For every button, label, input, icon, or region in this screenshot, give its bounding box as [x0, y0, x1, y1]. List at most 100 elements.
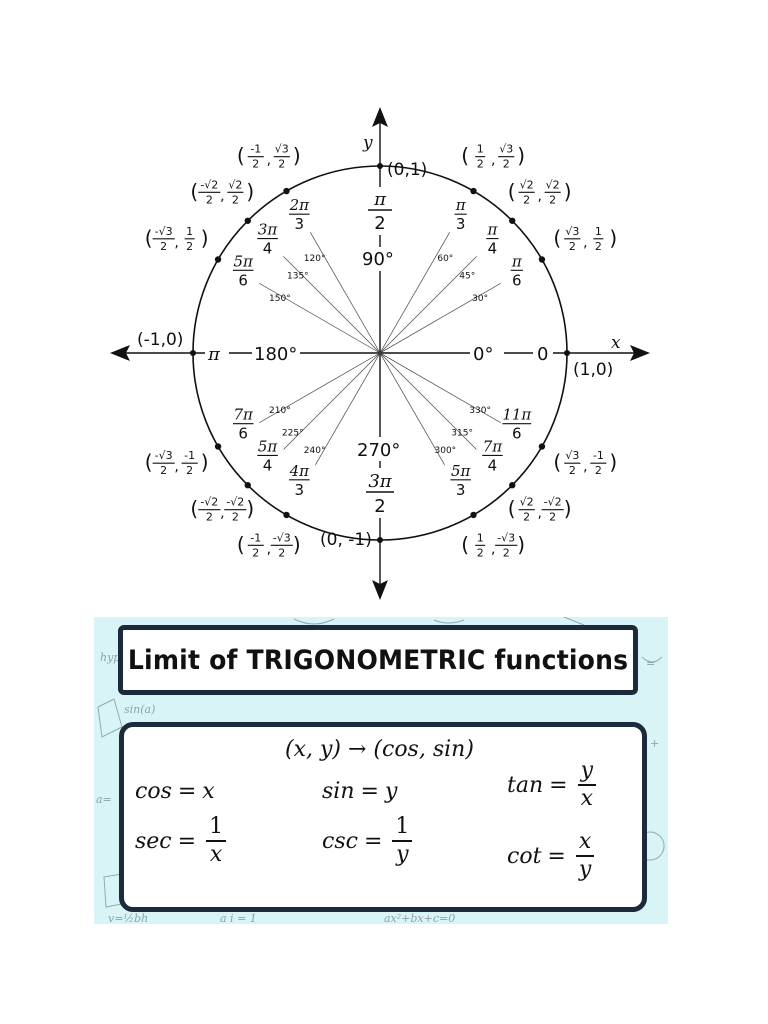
coord-close-240: ) [293, 532, 301, 556]
rad-label-240-num: 4π [289, 462, 311, 480]
point-180 [190, 350, 196, 356]
coord-comma-135: , [220, 188, 224, 204]
coord-comma-225: , [220, 506, 224, 522]
deg-label-60: 60° [437, 254, 453, 264]
rad-label-210-den: 6 [238, 425, 248, 443]
rad-label-30-num: π [511, 252, 523, 270]
csc-lhs: csc [322, 828, 358, 854]
deg-label-330: 330° [469, 406, 491, 416]
svg-text:+: + [650, 737, 659, 750]
y-axis-bottom-arrow-icon [372, 580, 388, 600]
point-270 [377, 537, 383, 543]
svg-text:=: = [646, 657, 655, 670]
svg-text:hyp: hyp [100, 651, 120, 664]
rad-label-45-num: π [486, 221, 498, 239]
cos-lhs: cos [135, 779, 172, 804]
mapping-formula: (x, y) → (cos, sin) [285, 737, 474, 762]
coord-y-240-num: -√3 [273, 531, 291, 544]
sec-num: 1 [206, 815, 227, 842]
radius-line-225 [273, 352, 381, 460]
y-axis-label: y [362, 133, 373, 153]
coord-close-225: ) [246, 497, 254, 521]
cot-lhs: cot [507, 843, 542, 869]
coord-x-225-num: -√2 [200, 496, 218, 509]
x-axis-left-arrow-icon [110, 345, 130, 361]
coord-comma-210: , [174, 459, 178, 475]
coord-y-150-den: 2 [186, 240, 193, 253]
coord-y-225-den: 2 [232, 511, 239, 524]
svg-text:sin(a): sin(a) [124, 703, 155, 716]
coord-close-210: ) [201, 450, 209, 474]
card-title: Limit of TRIGONOMETRIC functions [127, 644, 629, 676]
rad-label-120-den: 3 [295, 215, 305, 233]
point-225 [244, 482, 251, 489]
cos-equals: = [177, 779, 197, 804]
rad-270-den: 2 [374, 496, 385, 517]
coord-close-330: ) [609, 450, 617, 474]
csc-den: y [396, 842, 409, 867]
coord-x-30-den: 2 [569, 240, 576, 253]
coord-comma-330: , [583, 459, 587, 475]
svg-text:a=: a= [96, 793, 112, 806]
coord-open-135: ( [190, 179, 198, 203]
coord-y-300-den: 2 [503, 546, 510, 559]
radius-line-315 [379, 352, 487, 460]
svg-text:ax²+bx+c=0: ax²+bx+c=0 [384, 912, 455, 924]
rad-label-135-num: 3π [258, 221, 279, 239]
coord-y-210-den: 2 [186, 464, 193, 477]
coord-x-300-den: 2 [477, 546, 484, 559]
coord-close-135: ) [246, 179, 254, 203]
rad-label-60-num: π [455, 196, 467, 214]
csc-fraction: 1 y [392, 815, 413, 867]
coord-comma-120: , [267, 153, 271, 169]
rad-label-300-num: 5π [451, 462, 472, 480]
csc-formula: csc = 1 y [322, 815, 413, 867]
coord-y-135-den: 2 [232, 193, 239, 206]
coord-close-300: ) [517, 532, 525, 556]
coord-x-120-den: 2 [252, 158, 259, 171]
cot-equals: = [547, 843, 566, 869]
point-30 [538, 256, 546, 263]
coord-y-30-num: 1 [595, 225, 602, 238]
sec-fraction: 1 x [206, 815, 227, 867]
svg-text:v=½bh: v=½bh [108, 912, 148, 924]
sin-lhs: sin [322, 779, 355, 804]
coord-top: (0,1) [387, 160, 427, 180]
point-0 [564, 350, 570, 356]
x-axis-label: x [611, 333, 621, 353]
radius-line-45 [379, 246, 487, 354]
coord-x-150-den: 2 [160, 240, 167, 253]
rad-90-den: 2 [374, 213, 385, 234]
tan-den: x [580, 786, 593, 811]
rad-label-315-num: 7π [483, 437, 504, 455]
deg-label-315: 315° [451, 429, 473, 439]
radius-line-300 [379, 352, 456, 483]
coord-x-315-den: 2 [523, 511, 530, 524]
unit-circle-diagram: y x (0,1) (-1,0) (1,0) (0, -1) 0° 0 π 18… [110, 107, 650, 600]
y-axis-top-arrow-icon [372, 107, 388, 127]
x-axis-right-arrow-icon [630, 345, 650, 361]
rad-label-45-den: 4 [488, 240, 498, 258]
point-315 [509, 482, 516, 489]
deg-90-label: 90° [362, 249, 394, 270]
sec-den: x [209, 842, 223, 867]
rad-label-150-num: 5π [234, 252, 255, 270]
deg-label-120: 120° [304, 254, 326, 264]
coord-x-300-num: 1 [477, 531, 484, 544]
cot-formula: cot = x y [507, 830, 595, 882]
coord-x-240-den: 2 [252, 546, 259, 559]
coord-x-225-den: 2 [206, 511, 213, 524]
cos-rhs: x [202, 779, 215, 804]
coord-y-240-den: 2 [278, 546, 285, 559]
point-45 [509, 217, 516, 224]
tan-lhs: tan [507, 772, 544, 798]
csc-num: 1 [392, 815, 413, 842]
cos-formula: cos = x [135, 779, 215, 804]
sin-formula: sin = y [322, 779, 397, 804]
math-doodle-background: hyp sin(a) a= v=½bh a i = 1 ax²+bx+c=0 +… [96, 617, 665, 924]
coord-y-60-num: √3 [499, 143, 513, 156]
coord-y-225-num: -√2 [226, 496, 244, 509]
coord-x-150-num: -√3 [155, 225, 173, 238]
coord-open-120: ( [237, 144, 245, 168]
coord-x-45-num: √2 [520, 178, 534, 191]
